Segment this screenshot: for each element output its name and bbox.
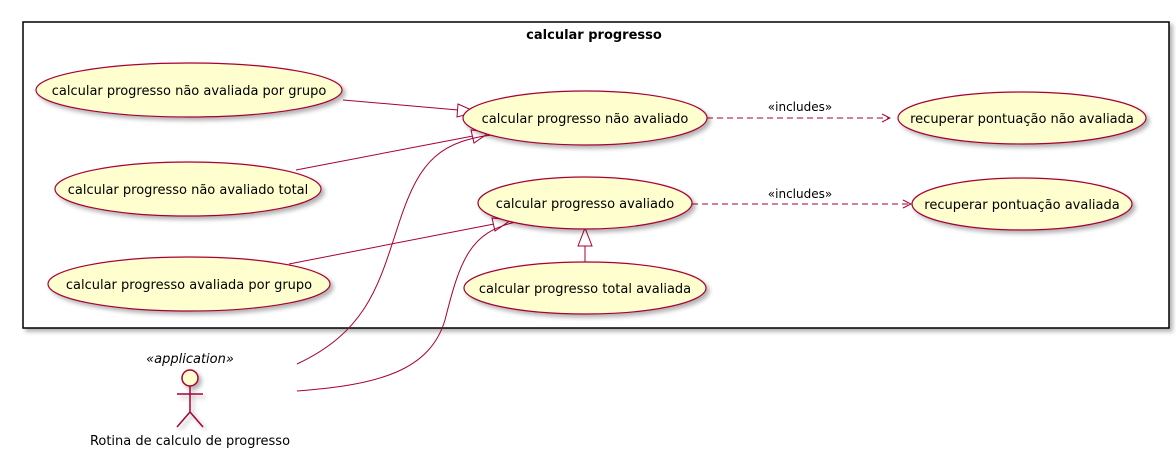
usecase-label: calcular progresso não avaliado total bbox=[68, 183, 309, 198]
usecase-label: calcular progresso total avaliada bbox=[479, 282, 691, 297]
include-edge-nao-avaliado: «includes» bbox=[707, 100, 890, 118]
usecase-label: recuperar pontuação avaliada bbox=[924, 198, 1119, 213]
usecase-label: calcular progresso avaliada por grupo bbox=[66, 278, 312, 293]
generalization-total-avaliada bbox=[577, 226, 593, 263]
usecase-nao-avaliada-por-grupo: calcular progresso não avaliada por grup… bbox=[35, 62, 343, 118]
usecase-label: calcular progresso avaliado bbox=[496, 197, 674, 212]
association-actor-nao-avaliado bbox=[296, 133, 501, 365]
usecase-avaliado: calcular progresso avaliado bbox=[477, 176, 693, 230]
include-edge-avaliado: «includes» bbox=[692, 187, 911, 204]
usecase-label: calcular progresso não avaliada por grup… bbox=[52, 84, 327, 99]
usecase-label: recuperar pontuação não avaliada bbox=[910, 112, 1134, 127]
actor-stereotype: «application» bbox=[146, 352, 234, 367]
actor-name: Rotina de calculo de progresso bbox=[90, 434, 290, 449]
package-title: calcular progresso bbox=[526, 28, 662, 43]
usecase-nao-avaliado-total: calcular progresso não avaliado total bbox=[54, 161, 322, 217]
usecase-avaliada-por-grupo: calcular progresso avaliada por grupo bbox=[47, 256, 331, 312]
usecase-total-avaliada: calcular progresso total avaliada bbox=[463, 261, 707, 315]
actor-stick-figure-icon bbox=[176, 369, 204, 428]
association-actor-avaliado bbox=[296, 221, 517, 392]
usecase-nao-avaliado: calcular progresso não avaliado bbox=[462, 90, 708, 146]
includes-label: «includes» bbox=[768, 187, 832, 201]
includes-label: «includes» bbox=[768, 100, 832, 114]
usecase-label: calcular progresso não avaliado bbox=[482, 112, 689, 127]
usecase-recuperar-avaliada: recuperar pontuação avaliada bbox=[911, 177, 1133, 231]
actor-rotina: «application» Rotina de calculo de progr… bbox=[90, 352, 290, 449]
usecase-recuperar-nao-avaliada: recuperar pontuação não avaliada bbox=[897, 91, 1147, 145]
